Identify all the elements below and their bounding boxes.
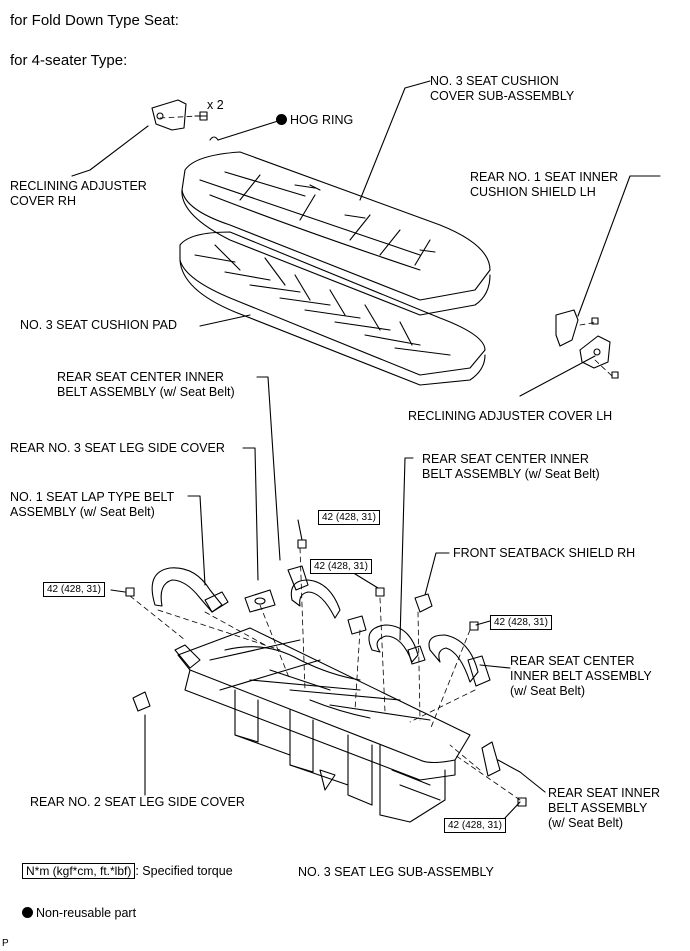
seat-cushion-cover-art [181, 151, 491, 316]
label-center-inner-belt-1: REAR SEAT CENTER INNER BELT ASSEMBLY (w/… [57, 370, 235, 399]
torque-box: 42 (428, 31) [43, 582, 105, 597]
heading-fold-down: for Fold Down Type Seat: [10, 12, 179, 29]
non-reusable-dot-icon [276, 114, 287, 125]
bolt-art [125, 539, 527, 807]
shield-lh-art [555, 309, 599, 347]
recl-cover-lh-art [579, 335, 619, 379]
hog-ring-art [209, 136, 219, 141]
seat-leg-frame-art [174, 627, 471, 823]
alignment-lines [129, 115, 613, 801]
label-recl-cover-lh: RECLINING ADJUSTER COVER LH [408, 409, 613, 423]
torque-unit-box: N*m (kgf*cm, ft.*lbf) [22, 863, 136, 879]
torque-desc: : Specified torque [135, 864, 233, 878]
label-center-inner-belt-3: REAR SEAT CENTER INNER BELT ASSEMBLY (w/… [510, 654, 652, 698]
label-recl-cover-rh: RECLINING ADJUSTER COVER RH [10, 179, 147, 208]
non-reusable-text: Non-reusable part [36, 906, 137, 920]
footer-code: P [2, 938, 9, 949]
torque-box: 42 (428, 31) [490, 615, 552, 630]
label-shield-lh: REAR NO. 1 SEAT INNER CUSHION SHIELD LH [470, 170, 619, 199]
label-x2: x 2 [207, 98, 224, 112]
label-leg-side-cover-3: REAR NO. 3 SEAT LEG SIDE COVER [10, 441, 225, 455]
label-front-shield-rh: FRONT SEATBACK SHIELD RH [453, 546, 636, 560]
recl-cover-rh-art [151, 99, 208, 131]
torque-box: 42 (428, 31) [318, 510, 380, 525]
label-cushion-pad: NO. 3 SEAT CUSHION PAD [20, 318, 177, 332]
leader-lines [71, 80, 661, 819]
legend-non-reusable: Non-reusable part [22, 906, 136, 921]
legend-torque: N*m (kgf*cm, ft.*lbf): Specified torque [22, 863, 233, 879]
hog-ring-text: HOG RING [290, 113, 354, 127]
label-hog-ring: HOG RING [276, 113, 353, 128]
seat-cushion-pad-art [179, 231, 486, 386]
label-lap-belt: NO. 1 SEAT LAP TYPE BELT ASSEMBLY (w/ Se… [10, 490, 175, 519]
label-leg-side-cover-2: REAR NO. 2 SEAT LEG SIDE COVER [30, 795, 245, 809]
label-center-inner-belt-2: REAR SEAT CENTER INNER BELT ASSEMBLY (w/… [422, 452, 600, 481]
torque-box: 42 (428, 31) [444, 818, 506, 833]
leg-side-cover-art [132, 589, 276, 712]
torque-box: 42 (428, 31) [310, 559, 372, 574]
label-cushion-cover: NO. 3 SEAT CUSHION COVER SUB-ASSEMBLY [430, 74, 575, 103]
heading-four-seater: for 4-seater Type: [10, 52, 128, 69]
belt-art [151, 565, 501, 777]
label-seat-leg: NO. 3 SEAT LEG SUB-ASSEMBLY [298, 865, 494, 879]
label-inner-belt: REAR SEAT INNER BELT ASSEMBLY (w/ Seat B… [548, 786, 661, 830]
non-reusable-dot-icon [22, 907, 33, 918]
